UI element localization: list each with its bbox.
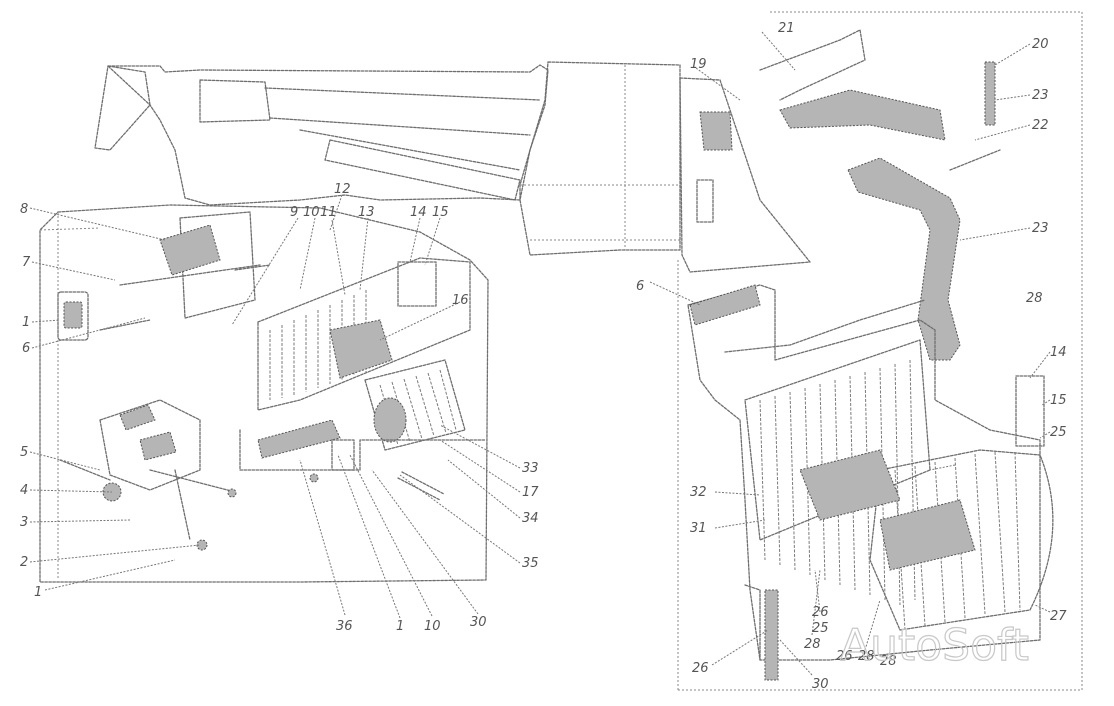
callout-label: 11 <box>320 205 337 220</box>
callout-label: 6 <box>636 279 644 294</box>
callout-label: 12 <box>334 182 351 197</box>
callout-label: 2 <box>20 555 28 570</box>
left-bottom-step <box>239 429 487 471</box>
left-switch-knob <box>63 301 83 329</box>
callout-label: 30 <box>812 677 829 692</box>
left-callouts: 8 7 1 6 5 4 3 2 1 9 10 11 12 13 14 15 16… <box>20 182 539 634</box>
callout-label: 19 <box>690 57 707 72</box>
callout-label: 25 <box>1050 425 1067 440</box>
left-terminal-bar <box>257 419 341 459</box>
right-main-casing <box>687 284 1041 661</box>
right-bottom-rod <box>764 589 779 681</box>
left-cylinder <box>324 139 521 201</box>
left-coil <box>373 397 407 443</box>
callout-label: 22 <box>1032 118 1049 133</box>
left-shaft <box>119 264 271 286</box>
callout-label: 28 <box>1026 291 1043 306</box>
right-roller <box>689 284 761 326</box>
callout-label: 25 <box>812 621 829 636</box>
callout-label: 26 <box>812 605 829 620</box>
right-mechanism-lower <box>879 499 976 571</box>
left-housing-outline <box>107 64 549 206</box>
callout-label: 23 <box>1032 88 1049 103</box>
right-callouts: 21 20 23 22 23 19 6 28 14 15 25 32 31 26… <box>636 21 1067 692</box>
callout-label: 26 <box>836 649 853 664</box>
callout-label: 36 <box>336 619 353 634</box>
left-side-plate <box>179 211 256 319</box>
right-leader-lines <box>649 31 1051 676</box>
left-mechanism-core <box>329 319 393 379</box>
callout-label: 14 <box>1050 345 1067 360</box>
right-coil-chain <box>847 157 961 361</box>
callout-label: 31 <box>690 521 707 536</box>
right-end-cap <box>679 77 811 273</box>
callout-label: 23 <box>1032 221 1049 236</box>
left-switch-window <box>57 291 89 341</box>
callout-label: 1 <box>396 619 404 634</box>
left-bracket-top <box>94 65 151 151</box>
callout-label: 5 <box>20 445 28 460</box>
callout-label: 9 <box>290 205 298 220</box>
callout-label: 28 <box>858 649 875 664</box>
left-small-clip <box>331 439 355 471</box>
callout-label: 27 <box>1050 609 1067 624</box>
callout-label: 3 <box>20 515 28 530</box>
right-pin <box>949 149 1001 171</box>
left-hinge-roller <box>159 224 221 276</box>
callout-label: 20 <box>1032 37 1049 52</box>
left-spring <box>397 471 445 501</box>
right-rod <box>984 61 996 126</box>
right-lever-arm <box>759 29 866 101</box>
callout-label: 8 <box>20 202 28 217</box>
right-long-body <box>519 61 681 256</box>
callout-label: 7 <box>22 255 31 270</box>
right-body-slot <box>696 179 714 223</box>
right-mechanism-core <box>799 449 901 521</box>
right-body-divider <box>520 65 680 250</box>
left-arm-beam <box>264 87 541 171</box>
left-shaft-lower <box>99 319 151 331</box>
callout-label: 30 <box>470 615 487 630</box>
callout-label: 35 <box>522 556 539 571</box>
callout-label: 32 <box>690 485 707 500</box>
right-relay-box <box>1015 375 1045 447</box>
callout-label: 26 <box>692 661 709 676</box>
right-arc-chute <box>869 449 1054 631</box>
callout-label: 16 <box>452 293 469 308</box>
callout-label: 14 <box>410 205 427 220</box>
left-casing-inner <box>39 212 101 580</box>
right-shaft <box>724 299 926 353</box>
left-main-casing <box>39 204 489 583</box>
callout-label: 4 <box>20 483 28 498</box>
callout-label: 15 <box>432 205 449 220</box>
watermark: AutoSoft <box>840 620 1029 671</box>
right-end-cap-knob <box>699 111 733 151</box>
callout-label: 1 <box>22 315 30 330</box>
callout-label: 6 <box>22 341 30 356</box>
right-frame-border <box>677 11 1083 691</box>
right-base-step <box>744 584 761 661</box>
left-leader-lines <box>29 194 521 619</box>
callout-label: 21 <box>778 21 795 36</box>
left-relay-box <box>397 261 437 307</box>
callout-label: 17 <box>522 485 539 500</box>
callout-label: 10 <box>424 619 441 634</box>
callout-label: 1 <box>34 585 42 600</box>
left-bolt-assembly <box>59 399 319 551</box>
callout-label: 33 <box>522 461 539 476</box>
callout-label: 10 <box>303 205 320 220</box>
left-view <box>39 64 549 583</box>
right-view <box>519 11 1083 691</box>
left-contact-block-frame <box>257 257 471 411</box>
callout-label: 15 <box>1050 393 1067 408</box>
callout-label: 13 <box>358 205 375 220</box>
callout-label: 34 <box>522 511 539 526</box>
callout-label: 28 <box>880 654 897 669</box>
callout-label: 28 <box>804 637 821 652</box>
right-hinge-block <box>779 89 946 141</box>
left-arm-upper <box>199 79 271 123</box>
